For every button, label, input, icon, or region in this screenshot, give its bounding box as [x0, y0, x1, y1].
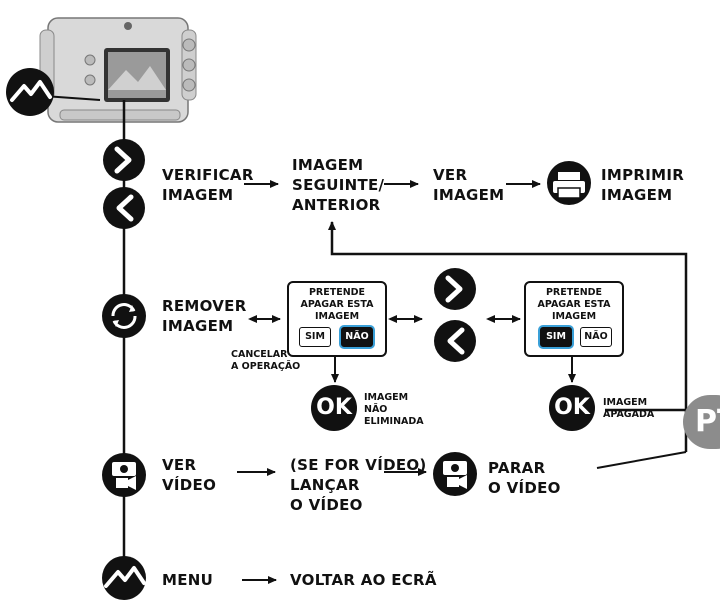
- dialog-question: PRETENDE APAGAR ESTA IMAGEM: [300, 287, 374, 322]
- stop-video-camera-icon[interactable]: [433, 452, 477, 496]
- no-button[interactable]: NÃO: [580, 327, 612, 347]
- launch-video-label: (SE FOR VÍDEO) LANÇAR O VÍDEO: [290, 456, 427, 514]
- image-deleted-label: IMAGEM APAGADA: [603, 397, 655, 420]
- dialog-chevron-right-icon[interactable]: [434, 268, 476, 310]
- chevron-right-icon[interactable]: [103, 139, 145, 181]
- yes-button-selected[interactable]: SIM: [540, 327, 572, 347]
- back-to-screen-label: VOLTAR AO ECRÃ: [290, 571, 437, 589]
- stop-video-label: PARAR O VÍDEO: [488, 459, 561, 497]
- camera-device-illustration: [39, 17, 197, 123]
- no-button-selected[interactable]: NÃO: [341, 327, 373, 347]
- verify-image-label: VERIFICAR IMAGEM: [162, 166, 254, 204]
- return-path-line: [328, 221, 688, 412]
- ok-icon[interactable]: OK: [549, 385, 595, 431]
- delete-confirm-dialog-no: PRETENDE APAGAR ESTA IMAGEM SIM NÃO: [287, 281, 387, 357]
- image-not-deleted-label: IMAGEM NÃO ELIMINADA: [364, 392, 424, 427]
- printer-icon[interactable]: [547, 161, 591, 205]
- cancel-operation-label: CANCELAR A OPERAÇÃO: [231, 349, 301, 372]
- video-camera-icon[interactable]: [102, 453, 146, 497]
- dialog-question: PRETENDE APAGAR ESTA IMAGEM: [537, 287, 611, 322]
- view-video-label: VER VÍDEO: [162, 456, 217, 494]
- image-mountain-icon[interactable]: [6, 68, 54, 116]
- yes-button[interactable]: SIM: [299, 327, 331, 347]
- chevron-left-icon[interactable]: [103, 187, 145, 229]
- view-image-label: VER IMAGEM: [433, 166, 505, 204]
- print-image-label: IMPRIMIR IMAGEM: [601, 166, 685, 204]
- delete-confirm-dialog-yes: PRETENDE APAGAR ESTA IMAGEM SIM NÃO: [524, 281, 624, 357]
- connector-line: [596, 451, 687, 469]
- ok-icon[interactable]: OK: [311, 385, 357, 431]
- menu-image-icon[interactable]: [102, 556, 146, 600]
- dialog-chevron-left-icon[interactable]: [434, 320, 476, 362]
- menu-label: MENU: [162, 571, 214, 589]
- remove-image-label: REMOVER IMAGEM: [162, 297, 247, 335]
- language-tab-pt: PT: [683, 395, 720, 449]
- delete-cycle-icon[interactable]: [102, 294, 146, 338]
- next-prev-image-label: IMAGEM SEGUINTE/ ANTERIOR: [292, 156, 385, 214]
